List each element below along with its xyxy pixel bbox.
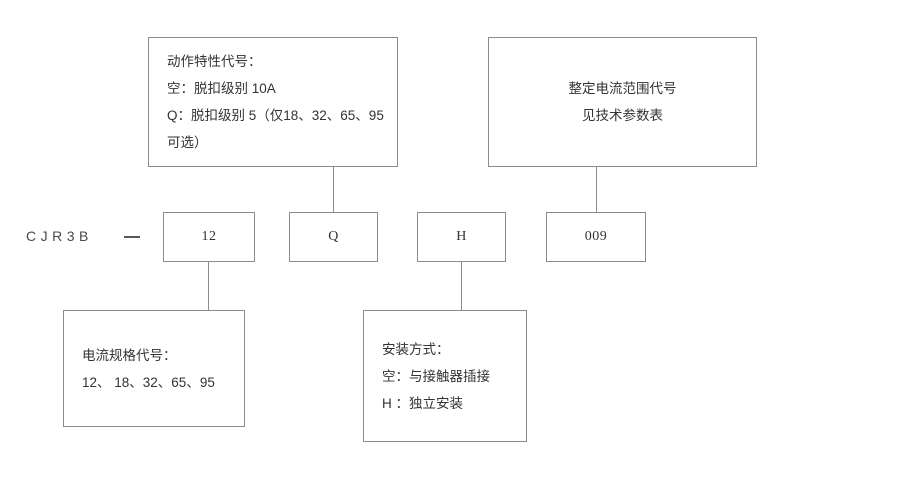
callout-current-rating-line-2: 12、 18、32、65、95 xyxy=(82,374,215,390)
code-box-current-rating-value: 12 xyxy=(201,229,217,244)
code-box-mounting-type-value: H xyxy=(456,229,467,244)
callout-trip-characteristic-line-2: 空：脱扣级别 10A xyxy=(167,81,276,96)
series-label: CJR3B xyxy=(26,228,93,244)
connector-setting-current-range xyxy=(596,167,597,212)
callout-current-rating-line-1: 电流规格代号： xyxy=(82,347,177,363)
callout-mounting-type: 安装方式： 空：与接触器插接 H ：独立安装 xyxy=(363,310,527,442)
callout-mounting-type-line-1: 安装方式： xyxy=(382,341,450,357)
callout-setting-current-range: 整定电流范围代号 见技术参数表 xyxy=(488,37,757,167)
callout-trip-characteristic-line-1: 动作特性代号： xyxy=(167,54,262,69)
callout-trip-characteristic-line-4: 可选） xyxy=(167,135,208,150)
code-box-current-rating[interactable]: 12 xyxy=(163,212,255,262)
callout-current-rating: 电流规格代号： 12、 18、32、65、95 xyxy=(63,310,245,427)
callout-trip-characteristic-line-3: Q：脱扣级别 5（仅18、32、65、95 xyxy=(167,108,384,123)
callout-mounting-type-line-3: H ：独立安装 xyxy=(382,395,463,411)
callout-mounting-type-line-2: 空：与接触器插接 xyxy=(382,368,490,384)
code-box-mounting-type[interactable]: H xyxy=(417,212,506,262)
code-box-trip-characteristic[interactable]: Q xyxy=(289,212,378,262)
callout-setting-current-range-line-2: 见技术参数表 xyxy=(582,108,663,123)
callout-setting-current-range-line-1: 整定电流范围代号 xyxy=(568,81,677,96)
code-box-setting-current-range[interactable]: 009 xyxy=(546,212,646,262)
connector-mounting-type xyxy=(461,262,462,311)
connector-trip-characteristic xyxy=(333,167,334,212)
code-box-trip-characteristic-value: Q xyxy=(328,229,339,244)
connector-current-rating xyxy=(208,262,209,311)
separator-dash xyxy=(124,236,140,238)
callout-trip-characteristic: 动作特性代号： 空：脱扣级别 10A Q：脱扣级别 5（仅18、32、65、95… xyxy=(148,37,398,167)
code-box-setting-current-range-value: 009 xyxy=(584,229,608,244)
